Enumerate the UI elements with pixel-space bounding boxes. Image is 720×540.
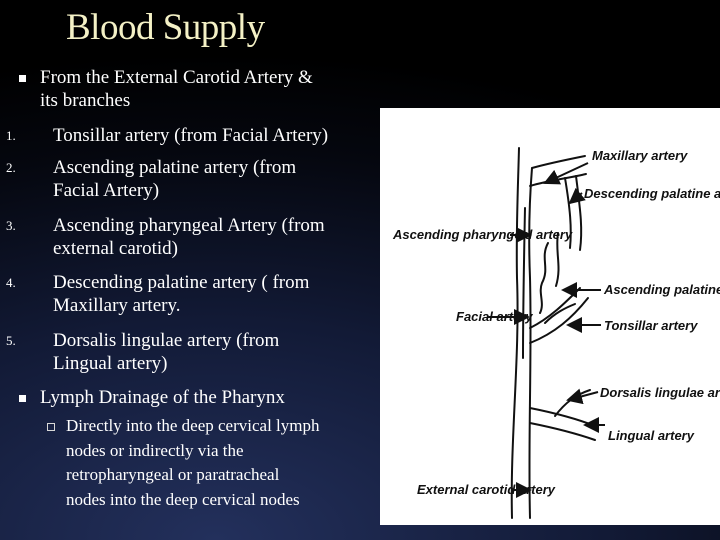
maxillary-vessel [531, 155, 586, 169]
sub-bullet-text: nodes into the deep cervical nodes [66, 489, 300, 509]
label-ascending-pharyngeal-artery: Ascending pharyngeal artery [392, 227, 573, 242]
list-item-text: Descending palatine artery ( from [53, 272, 310, 293]
list-item-text: Lingual artery) [53, 353, 168, 374]
list-item-text: Dorsalis lingulae artery (from [53, 330, 280, 351]
diagram-svg: Maxillary artery Descending palatine art… [392, 147, 720, 519]
ascending-pharyngeal-vessel [522, 207, 526, 359]
list-item-text: Maxillary artery. [53, 295, 181, 316]
sub-bullet-text: Directly into the deep cervical lymph [66, 416, 320, 435]
sub-bullet-text: retropharyngeal or paratracheal [66, 465, 280, 484]
list-number: 1. [6, 128, 16, 143]
label-dorsalis-lingulae-artery: Dorsalis lingulae artery [600, 385, 720, 400]
facial-vessel [529, 287, 581, 329]
lingual-vessel [529, 407, 596, 427]
label-ascending-palatine-artery: Ascending palatine artery [603, 282, 720, 297]
list-item-descending-palatine: Descending palatine artery ( from Maxill… [53, 271, 309, 317]
label-arrows [488, 162, 605, 498]
sub-bullet-text: nodes or indirectly via the [66, 440, 244, 460]
bullet-text-line: Lymph Drainage of the Pharynx [40, 387, 285, 408]
arterial-supply-diagram: Maxillary artery Descending palatine art… [380, 108, 720, 525]
square-bullet-icon [19, 395, 26, 402]
label-facial-artery: Facial artery [456, 309, 533, 324]
list-item-dorsalis-lingulae: Dorsalis lingulae artery (from Lingual a… [53, 329, 279, 375]
bullet-external-carotid: From the External Carotid Artery & its b… [40, 66, 313, 112]
list-number: 4. [6, 275, 16, 290]
tonsillar-vessel [544, 303, 576, 324]
list-item-text: external carotid) [53, 238, 179, 259]
sub-bullet-deep-cervical: Directly into the deep cervical lymph no… [66, 414, 320, 512]
list-item-text: Facial Artery) [53, 180, 160, 201]
list-item-tonsillar: Tonsillar artery (from Facial Artery) [53, 124, 328, 147]
hollow-square-bullet-icon [47, 423, 55, 431]
list-number: 3. [6, 218, 16, 233]
bullet-lymph-drainage: Lymph Drainage of the Pharynx [40, 386, 285, 409]
label-descending-palatine-artery: Descending palatine artery [584, 186, 720, 201]
external-carotid-vessel [510, 147, 520, 519]
dorsalis-lingulae-vessel [554, 389, 591, 417]
list-item-text: Ascending pharyngeal Artery (from [53, 215, 325, 236]
list-number: 5. [6, 333, 16, 348]
label-tonsillar-artery: Tonsillar artery [604, 318, 698, 333]
bullet-text-line: From the External Carotid Artery & [40, 67, 313, 88]
artery-tree-illustration [510, 147, 596, 519]
bullet-text-line: its branches [40, 90, 131, 111]
label-maxillary-artery: Maxillary artery [592, 148, 688, 163]
square-bullet-icon [19, 75, 26, 82]
slide-title: Blood Supply [66, 7, 265, 48]
label-external-carotid-artery: External carotid artery [417, 482, 556, 497]
list-item-text: Tonsillar artery (from Facial Artery) [53, 125, 329, 146]
descending-palatine-vessel [564, 177, 572, 249]
list-item-ascending-palatine: Ascending palatine artery (from Facial A… [53, 156, 296, 202]
list-item-ascending-pharyngeal: Ascending pharyngeal Artery (from extern… [53, 214, 325, 260]
list-number: 2. [6, 160, 16, 175]
list-item-text: Ascending palatine artery (from [53, 157, 297, 178]
label-lingual-artery: Lingual artery [608, 428, 695, 443]
